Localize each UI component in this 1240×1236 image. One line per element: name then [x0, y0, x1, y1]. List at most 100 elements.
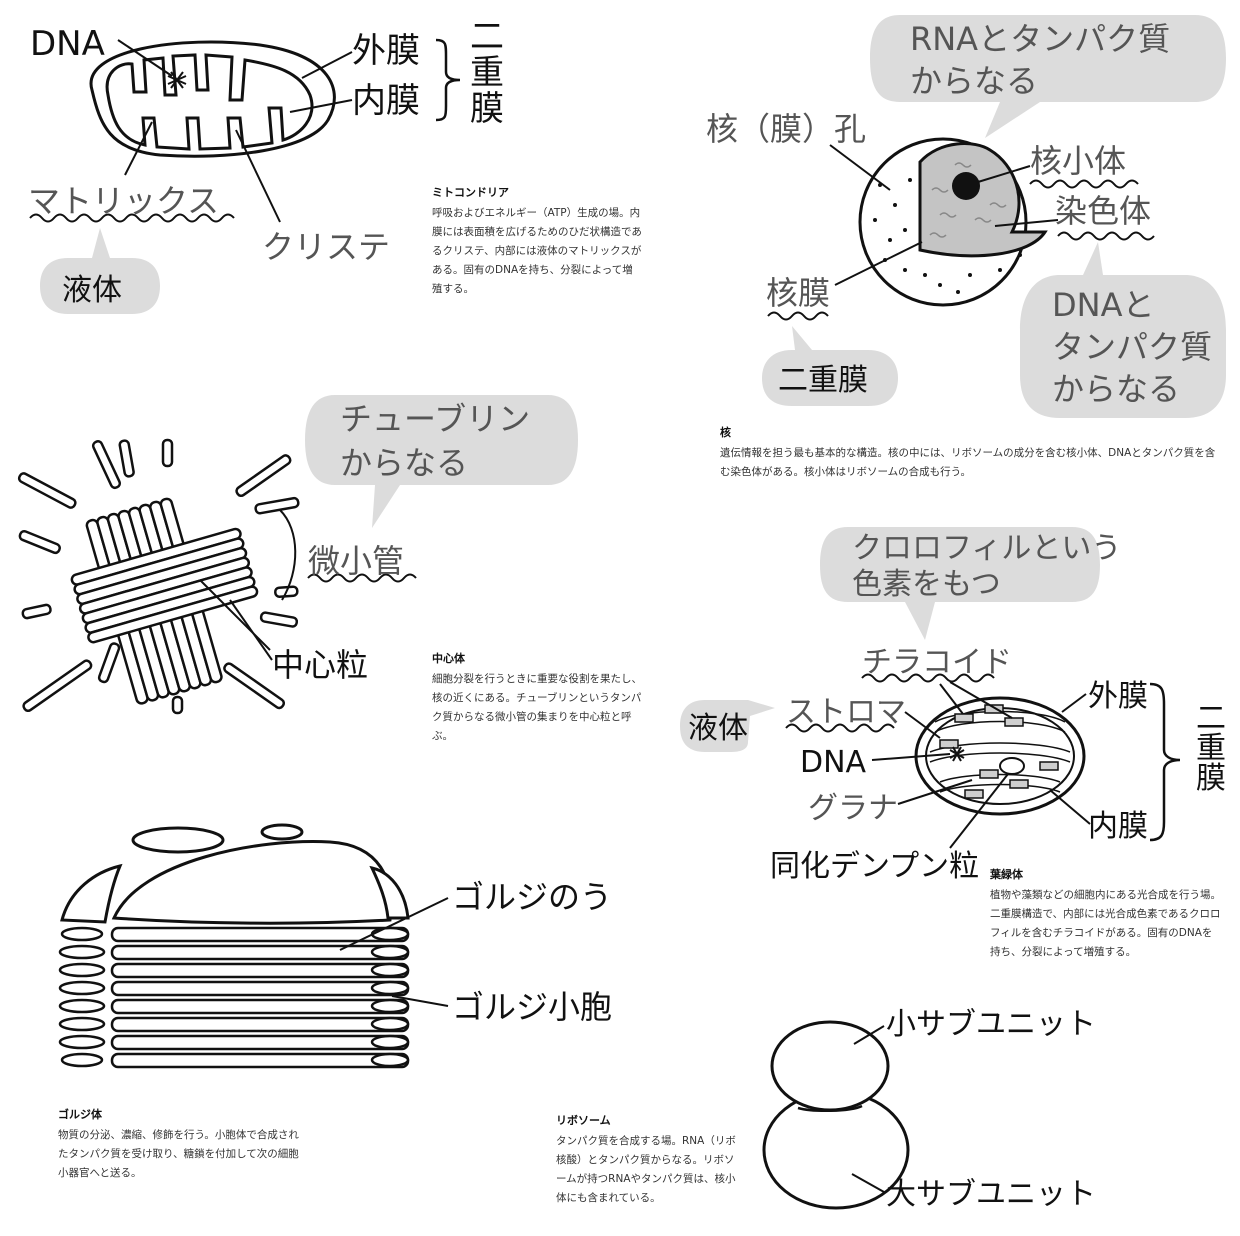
mitochondria-figure	[29, 38, 461, 223]
chromatin-bubble-line2: タンパク質	[1052, 328, 1212, 366]
golgi-vesicle-top-2	[260, 823, 304, 841]
chloroplast-label-dna: DNA	[800, 745, 867, 780]
mito-label-inner: 内膜	[352, 81, 420, 121]
leader-dna	[117, 39, 173, 77]
nucleolus-wavy	[1029, 179, 1139, 189]
centrosome-caption-text: 細胞分裂を行うときに重要な役割を果たし、核の近くにある。チューブリンというタンパ…	[432, 673, 642, 742]
mito-double-3: 膜	[470, 89, 504, 129]
leader-thylakoid-1	[939, 683, 964, 715]
chloroplast-double-3: 膜	[1196, 761, 1226, 796]
nucleus-label-pore: 核（膜）孔	[706, 110, 866, 148]
centrosome-label-microtubule: 微小管	[308, 542, 404, 580]
mitochondria-dna	[167, 71, 187, 89]
centrosome-bubble-line1: チューブリン	[340, 400, 530, 438]
chloroplast-figure	[785, 673, 1181, 849]
mito-double-1: 二	[470, 17, 504, 57]
nucleus-cutaway	[918, 142, 1048, 258]
starch-grain	[999, 757, 1025, 775]
mito-label-matrix: マトリックス	[28, 182, 219, 220]
centrosome-caption-title: 中心体	[432, 652, 465, 665]
mito-label-outer: 外膜	[352, 31, 420, 71]
chloroplast-bubble-line1: クロロフィルという	[852, 531, 1121, 566]
nucleus-caption: 核 遺伝情報を担う最も基本的な構造。核の中には、リボソームの成分を含む核小体、D…	[720, 424, 1220, 482]
nucleus-caption-text: 遺伝情報を担う最も基本的な構造。核の中には、リボソームの成分を含む核小体、DNA…	[720, 447, 1216, 478]
leader-nucleolus	[977, 165, 1031, 183]
centrosome-caption: 中心体 細胞分裂を行うときに重要な役割を果たし、核の近くにある。チューブリンとい…	[432, 650, 642, 746]
leader-stroma	[904, 711, 941, 739]
leader-inner	[1049, 789, 1091, 825]
golgi-label-sac: ゴルジのう	[452, 878, 612, 916]
leader-cristae	[235, 129, 281, 223]
fluid-bubble	[680, 700, 775, 752]
mito-double-2: 重	[470, 53, 504, 93]
matrix-wavy-underline	[29, 213, 235, 223]
leader-pore	[829, 144, 891, 191]
microtubule-bracket	[279, 509, 297, 601]
chloroplast-caption-title: 葉緑体	[990, 868, 1023, 881]
chloroplast-label-thylakoid: チラコイド	[862, 645, 1012, 680]
chloroplast-caption: 葉緑体 植物や藻類などの細胞内にある光合成を行う場。二重膜構造で、内部には光合成…	[990, 866, 1222, 962]
centrosome-figure	[17, 438, 417, 715]
golgi-label-vesicle: ゴルジ小胞	[452, 988, 612, 1026]
envelope-wavy	[767, 311, 829, 321]
nucleus-bubble-line1: RNAとタンパク質	[910, 20, 1170, 58]
leader-outer	[301, 51, 353, 79]
ribosome-caption: リボソーム タンパク質を合成する場。RNA（リボ核酸）とタンパク質からなる。リボ…	[556, 1112, 736, 1208]
chloroplast-double-2: 重	[1196, 731, 1226, 766]
leader-inner	[289, 99, 353, 113]
chloroplast-bubble-line2: 色素をもつ	[852, 567, 1001, 602]
ribosome-caption-title: リボソーム	[556, 1114, 611, 1127]
mito-bubble-text: 液体	[62, 273, 122, 308]
golgi-cisternae	[110, 926, 410, 1069]
mitochondria-inner-membrane	[105, 53, 314, 151]
leader-dna	[871, 753, 951, 761]
stroma-wavy	[785, 723, 895, 733]
nucleus-caption-title: 核	[720, 426, 731, 439]
ribosome-label-large: 大サブユニット	[886, 1177, 1096, 1212]
ribosome-divider	[797, 1104, 863, 1113]
nucleus-bubble-line2: からなる	[910, 62, 1038, 100]
nucleolus	[952, 172, 980, 200]
chromatin-squiggles	[929, 162, 1007, 238]
golgi-figure	[58, 823, 449, 1069]
chromatin-bubble	[1020, 242, 1226, 418]
chloroplast-label-stroma: ストロマ	[786, 695, 906, 730]
chromatin-bubble-line1: DNAと	[1052, 286, 1154, 324]
leader-starch	[949, 773, 1009, 849]
nucleus-label-nucleolus: 核小体	[1030, 142, 1126, 180]
thylakoid-wavy	[861, 673, 995, 683]
chloroplast-label-inner: 内膜	[1088, 809, 1148, 844]
chloroplast-caption-text: 植物や藻類などの細胞内にある光合成を行う場。二重膜構造で、内部には光合成色素であ…	[990, 889, 1221, 958]
thylakoid-lamellae	[929, 710, 1071, 793]
golgi-left-arc	[60, 863, 123, 924]
chloroplast-bubble	[820, 527, 1100, 640]
chloroplast-label-outer: 外膜	[1088, 679, 1148, 714]
leader-centriole-2	[229, 599, 273, 661]
chloroplast-bubble-fluid: 液体	[688, 711, 748, 746]
golgi-vesicles	[58, 926, 410, 1068]
mitochondria-caption: ミトコンドリア 呼吸およびエネルギー（ATP）生成の場。内膜には表面積を広げるた…	[432, 184, 642, 299]
golgi-caption: ゴルジ体 物質の分泌、濃縮、修飾を行う。小胞体で合成されたタンパク質を受け取り、…	[58, 1106, 308, 1183]
ribosome-caption-text: タンパク質を合成する場。RNA（リボ核酸）とタンパク質からなる。リボソームが持つ…	[556, 1135, 736, 1204]
leader-large-subunit	[851, 1173, 885, 1193]
nucleus-label-envelope: 核膜	[766, 274, 830, 312]
envelope-bubble	[762, 326, 898, 406]
leader-chromatin	[994, 219, 1059, 227]
centriole-horizontal	[70, 527, 259, 644]
centrosome-label-centriole: 中心粒	[272, 646, 368, 684]
ribosome-label-small: 小サブユニット	[886, 1007, 1096, 1042]
mito-label-dna: DNA	[30, 24, 105, 64]
leader-outer	[1061, 693, 1087, 713]
leader-grana	[897, 779, 973, 805]
nucleus-figure	[767, 137, 1155, 321]
golgi-vesicle-top-1	[131, 826, 225, 854]
leader-golgi-sac	[339, 897, 449, 951]
chloroplast-dna	[949, 746, 965, 762]
mito-bubble	[40, 228, 160, 314]
microtubule-wavy	[307, 573, 417, 583]
mitochondria-caption-text: 呼吸およびエネルギー（ATP）生成の場。内膜には表面積を広げるためのひだ状構造で…	[432, 207, 642, 295]
golgi-caption-text: 物質の分泌、濃縮、修飾を行う。小胞体で合成されたタンパク質を受け取り、糖鎖を付加…	[58, 1129, 299, 1179]
chloroplast-brace	[1149, 682, 1181, 842]
golgi-top-cap	[111, 840, 393, 925]
